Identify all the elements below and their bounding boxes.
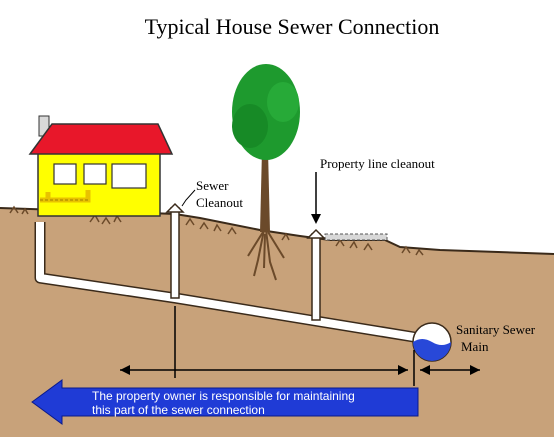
soil (0, 208, 554, 437)
sewer-pipe-fill (36, 222, 421, 342)
sewer-cleanout-cap (165, 202, 185, 213)
house-roof (28, 123, 174, 155)
tree (232, 64, 300, 281)
sewer-cleanout-label-line1: Sewer (196, 178, 229, 193)
house-window-right (111, 163, 147, 189)
tree-roots (247, 229, 285, 281)
property-line-arrow-head (311, 214, 321, 224)
ground-surface-line (0, 207, 554, 255)
sewer-main-water (413, 339, 451, 361)
responsibility-note-line2: this part of the sewer connection (92, 403, 265, 417)
property-line-cleanout-riser (311, 233, 321, 321)
responsibility-note-line1: The property owner is responsible for ma… (92, 389, 355, 403)
tree-trunk (260, 150, 270, 232)
sanitary-sewer-main-label-line1: Sanitary Sewer (456, 322, 536, 337)
sewer-cleanout-riser (170, 207, 180, 299)
tree-foliage-highlight (267, 82, 299, 122)
diagram-title: Typical House Sewer Connection (145, 14, 440, 39)
property-line-cleanout-label: Property line cleanout (320, 156, 435, 171)
sanitary-sewer-main-label-line2: Main (461, 339, 489, 354)
house-window-left (53, 163, 77, 185)
sidewalk (324, 233, 388, 241)
house (28, 115, 174, 217)
sewer-cleanout-label-line2: Cleanout (196, 195, 243, 210)
house-window-middle (83, 163, 107, 185)
dimension-arrowheads (120, 365, 480, 375)
property-line-cleanout-cap (306, 228, 326, 239)
tree-foliage-shade (232, 104, 268, 148)
sewer-cleanout-pointer (181, 189, 196, 207)
responsibility-arrow (31, 379, 419, 425)
